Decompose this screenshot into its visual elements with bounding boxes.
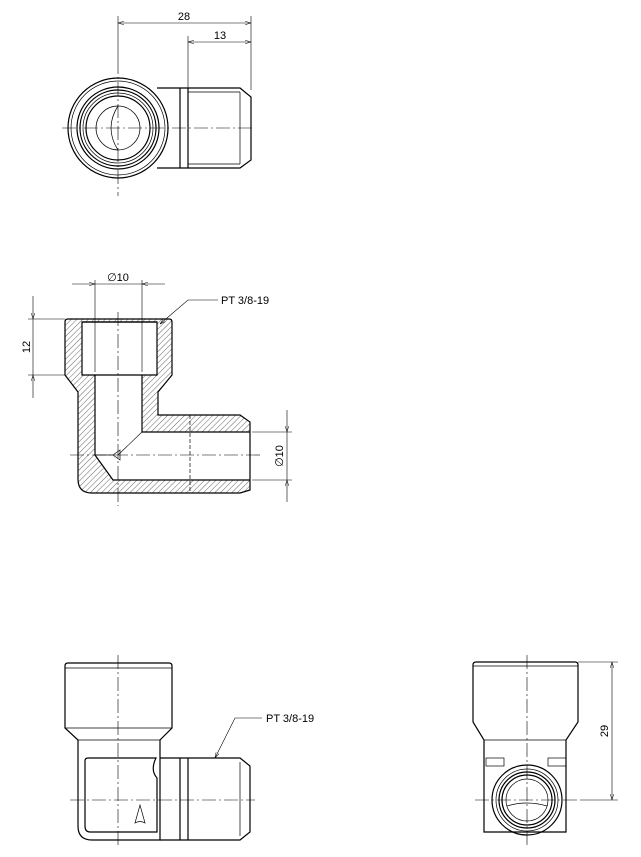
dimension-bore-side: ∅10: [252, 410, 292, 502]
dimension-label: ∅10: [274, 445, 286, 467]
callout-label: PT 3/8-19: [221, 295, 269, 307]
dimension-label: ∅10: [107, 272, 129, 284]
dimension-28: 28: [117, 11, 252, 90]
top-view: 28 13: [62, 11, 255, 196]
front-view: PT 3/8-19: [64, 655, 314, 848]
dimension-29: 29: [578, 661, 618, 801]
dimension-12: 12: [21, 296, 65, 398]
callout-label: PT 3/8-19: [266, 713, 314, 725]
dimension-label: 12: [21, 341, 33, 353]
dimension-label: 13: [214, 30, 226, 42]
dimension-label: 28: [178, 11, 190, 23]
dimension-label: 29: [599, 725, 611, 737]
dimension-bore-top: ∅10: [72, 272, 165, 372]
thread-callout: PT 3/8-19: [160, 295, 269, 324]
thread-callout: PT 3/8-19: [215, 713, 314, 758]
side-view: 29: [472, 655, 618, 848]
section-view: ∅10 12 ∅10 PT 3/8-19: [21, 272, 292, 506]
brand-logo-icon: [134, 803, 146, 824]
hatched-section: [64, 318, 251, 494]
dimension-13: 13: [187, 30, 251, 88]
